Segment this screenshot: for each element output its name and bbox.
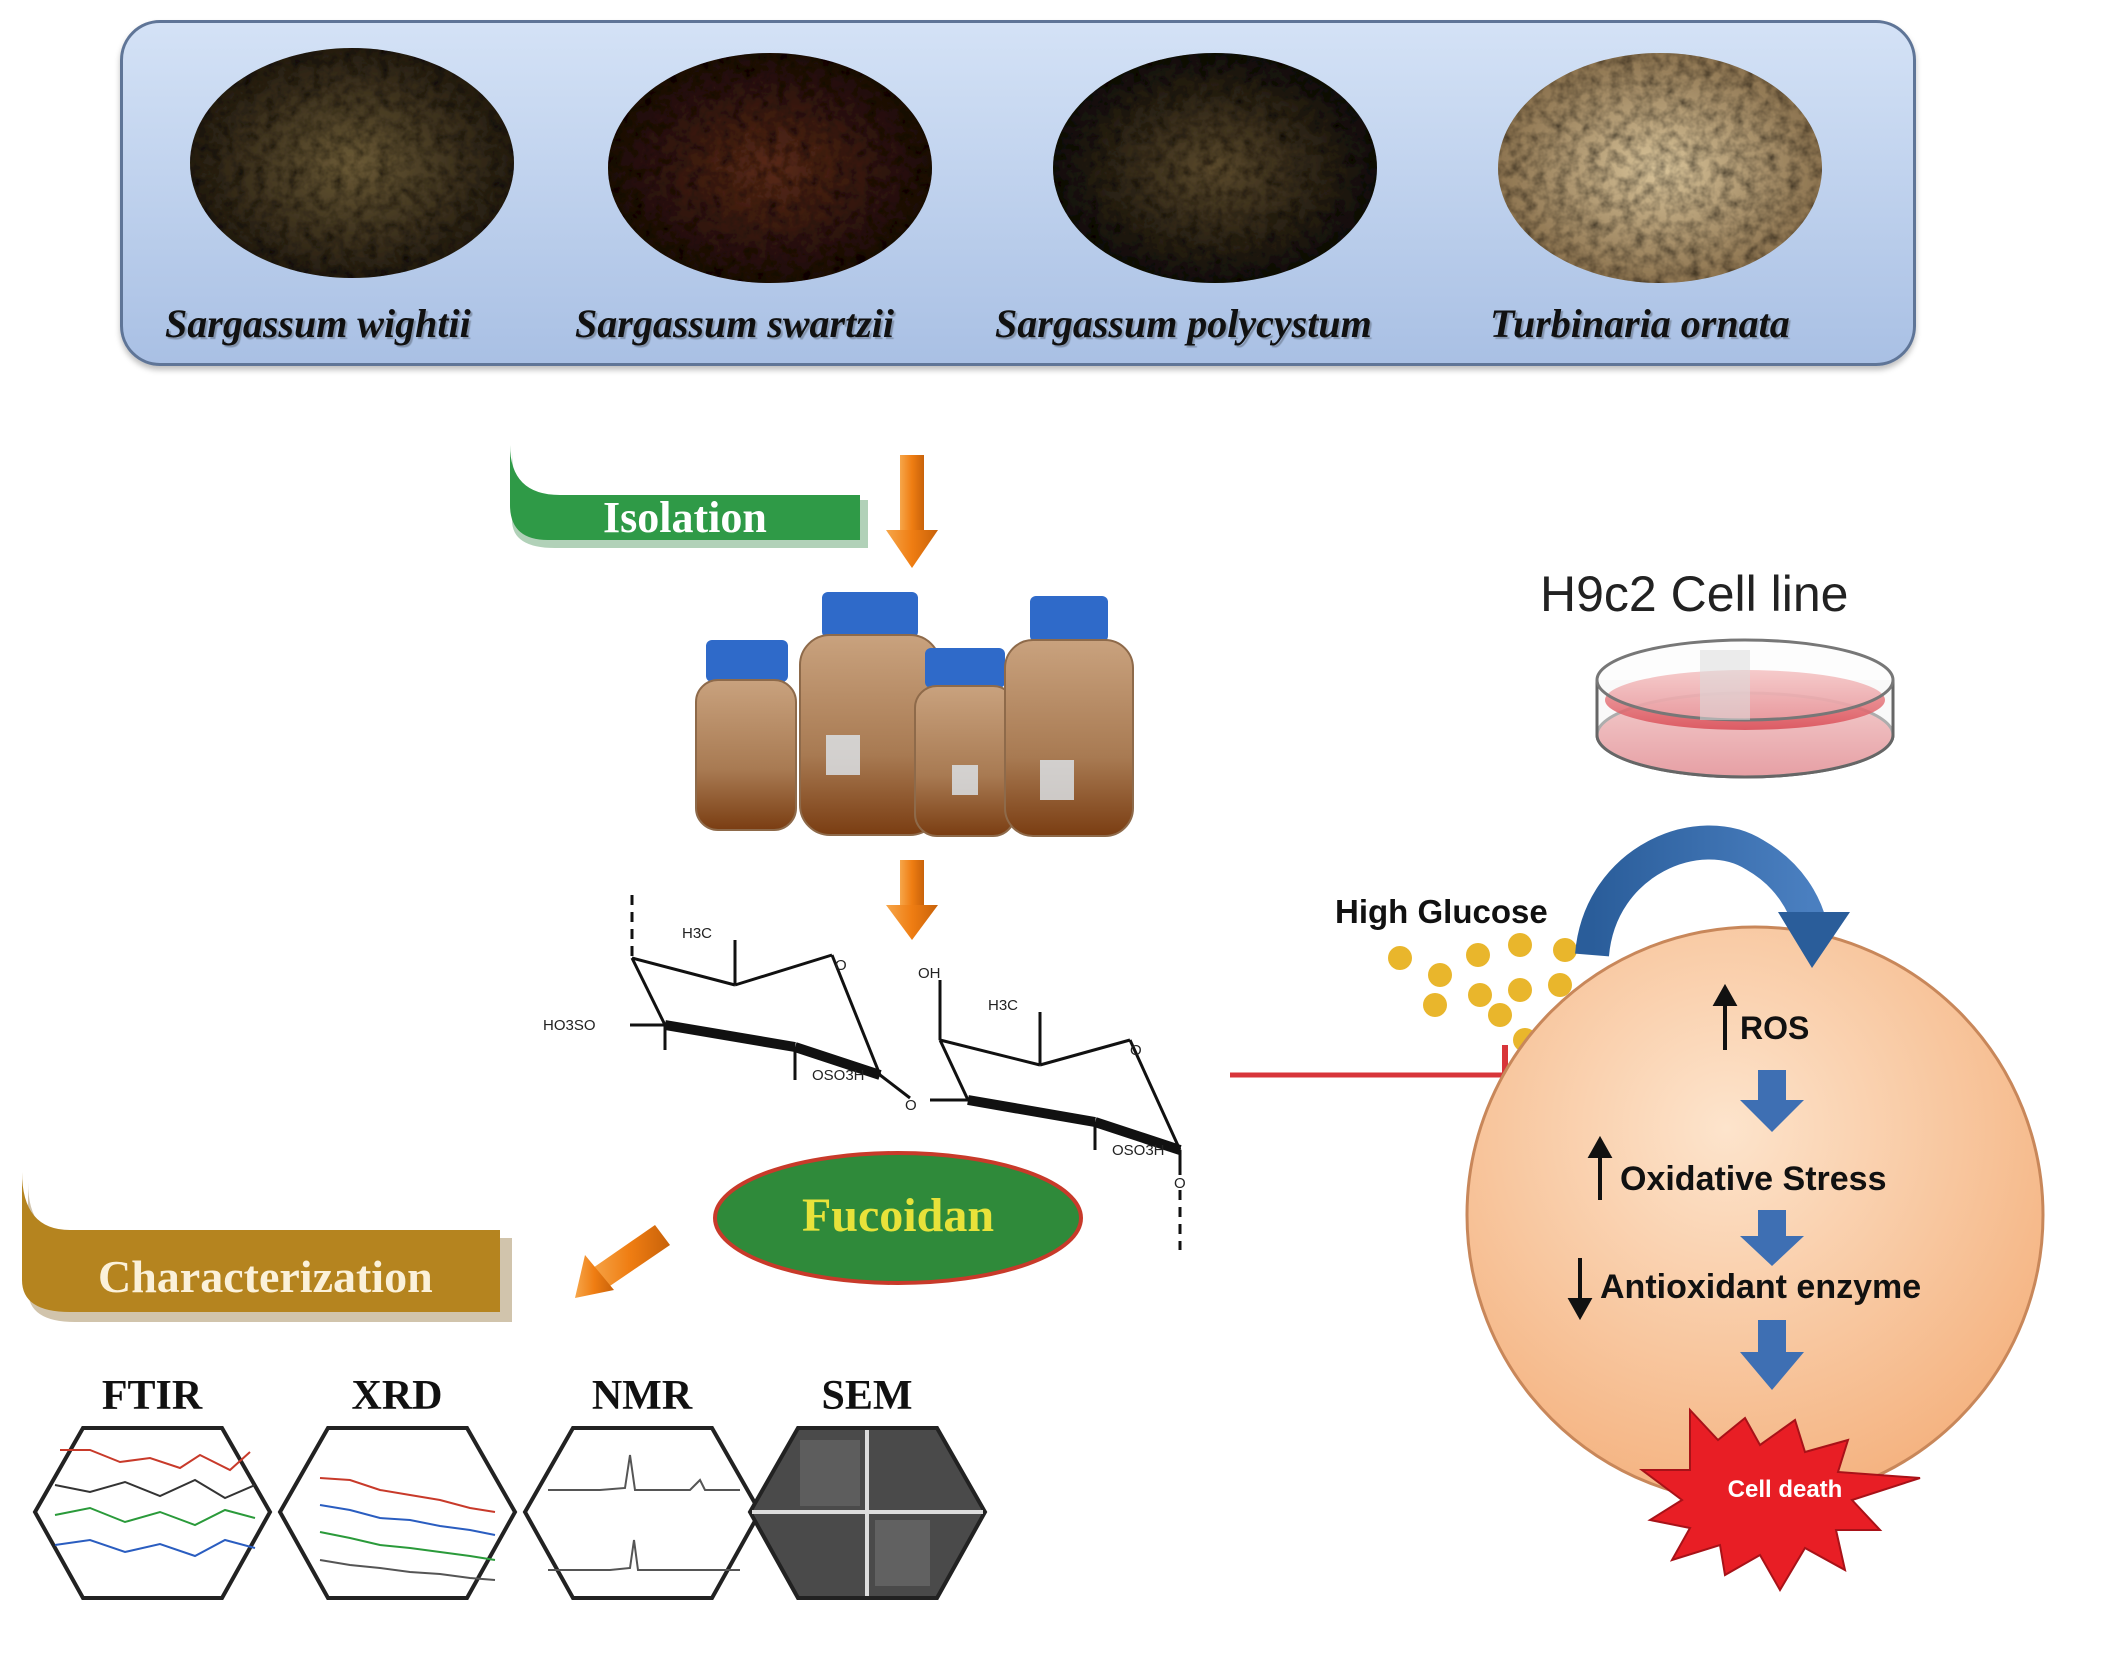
up-arrow-icon (1587, 1135, 1613, 1200)
inhibition-line (1230, 1045, 1508, 1105)
bottles-image (695, 592, 1134, 837)
characterization-label: Characterization (98, 1251, 433, 1302)
structure-label: O (905, 1097, 917, 1114)
technique-label-sem: SEM (821, 1373, 913, 1419)
structure-label: O (1174, 1175, 1186, 1192)
structure-label: OSO3H (812, 1067, 865, 1084)
technique-label-ftir: FTIR (101, 1373, 203, 1419)
cascade-arrow-icon (1740, 1070, 1804, 1132)
nmr-panel (522, 1426, 763, 1600)
ftir-panel (32, 1426, 273, 1600)
species-label-4: Turbinaria ornata (1490, 301, 1790, 346)
cell-death-burst (1639, 1407, 1921, 1592)
up-arrow-icon (1712, 983, 1738, 1050)
characterization-tag (22, 1172, 512, 1322)
structure-label: HO3SO (543, 1017, 596, 1034)
isolation-label: Isolation (603, 493, 767, 542)
species-photo-1 (190, 48, 514, 278)
species-photo-4 (1498, 53, 1822, 283)
curved-arrow-icon (1575, 825, 1850, 968)
structure-label: H3C (682, 925, 712, 942)
species-photo-2 (608, 53, 932, 283)
cell-line-title: H9c2 Cell line (1540, 566, 1849, 622)
xrd-panel (277, 1426, 518, 1600)
ros-label: ROS (1740, 1010, 1810, 1046)
cascade-arrow-icon (1740, 1210, 1804, 1266)
technique-label-xrd: XRD (351, 1373, 443, 1419)
cell-death-label: Cell death (1727, 1476, 1843, 1503)
structure-label: OH (918, 965, 941, 982)
down-arrow-icon (1567, 1258, 1593, 1321)
species-label-1: Sargassum wightii (165, 301, 471, 346)
technique-label-nmr: NMR (591, 1373, 693, 1419)
fucoidan-label: Fucoidan (801, 1189, 995, 1242)
structure-label: O (1130, 1042, 1142, 1059)
fucoidan-structure (630, 895, 1182, 1250)
cascade-arrow-icon (1740, 1320, 1804, 1390)
species-label-2: Sargassum swartzii (575, 301, 895, 346)
structure-label: O (835, 957, 847, 974)
characterization-arrow-icon (575, 1225, 670, 1298)
sem-panel (747, 1426, 988, 1600)
species-photo-3 (1053, 53, 1377, 283)
down-arrow-icon (886, 860, 938, 940)
fucoidan-badge (713, 1151, 1083, 1285)
high-glucose-label: High Glucose (1335, 893, 1548, 930)
isolation-tag (510, 445, 868, 548)
down-arrow-icon (886, 455, 938, 568)
species-label-3: Sargassum polycystum (995, 301, 1372, 346)
structure-label: H3C (988, 997, 1018, 1014)
oxidative-stress-label: Oxidative Stress (1620, 1160, 1887, 1198)
structure-label: OSO3H (1112, 1142, 1165, 1159)
antioxidant-enzyme-label: Antioxidant enzyme (1600, 1268, 1922, 1306)
structure-labels: H3C HO3SO OSO3H O OH H3C O OSO3H O O (543, 925, 1186, 1192)
petri-dish-icon (1595, 638, 1895, 779)
